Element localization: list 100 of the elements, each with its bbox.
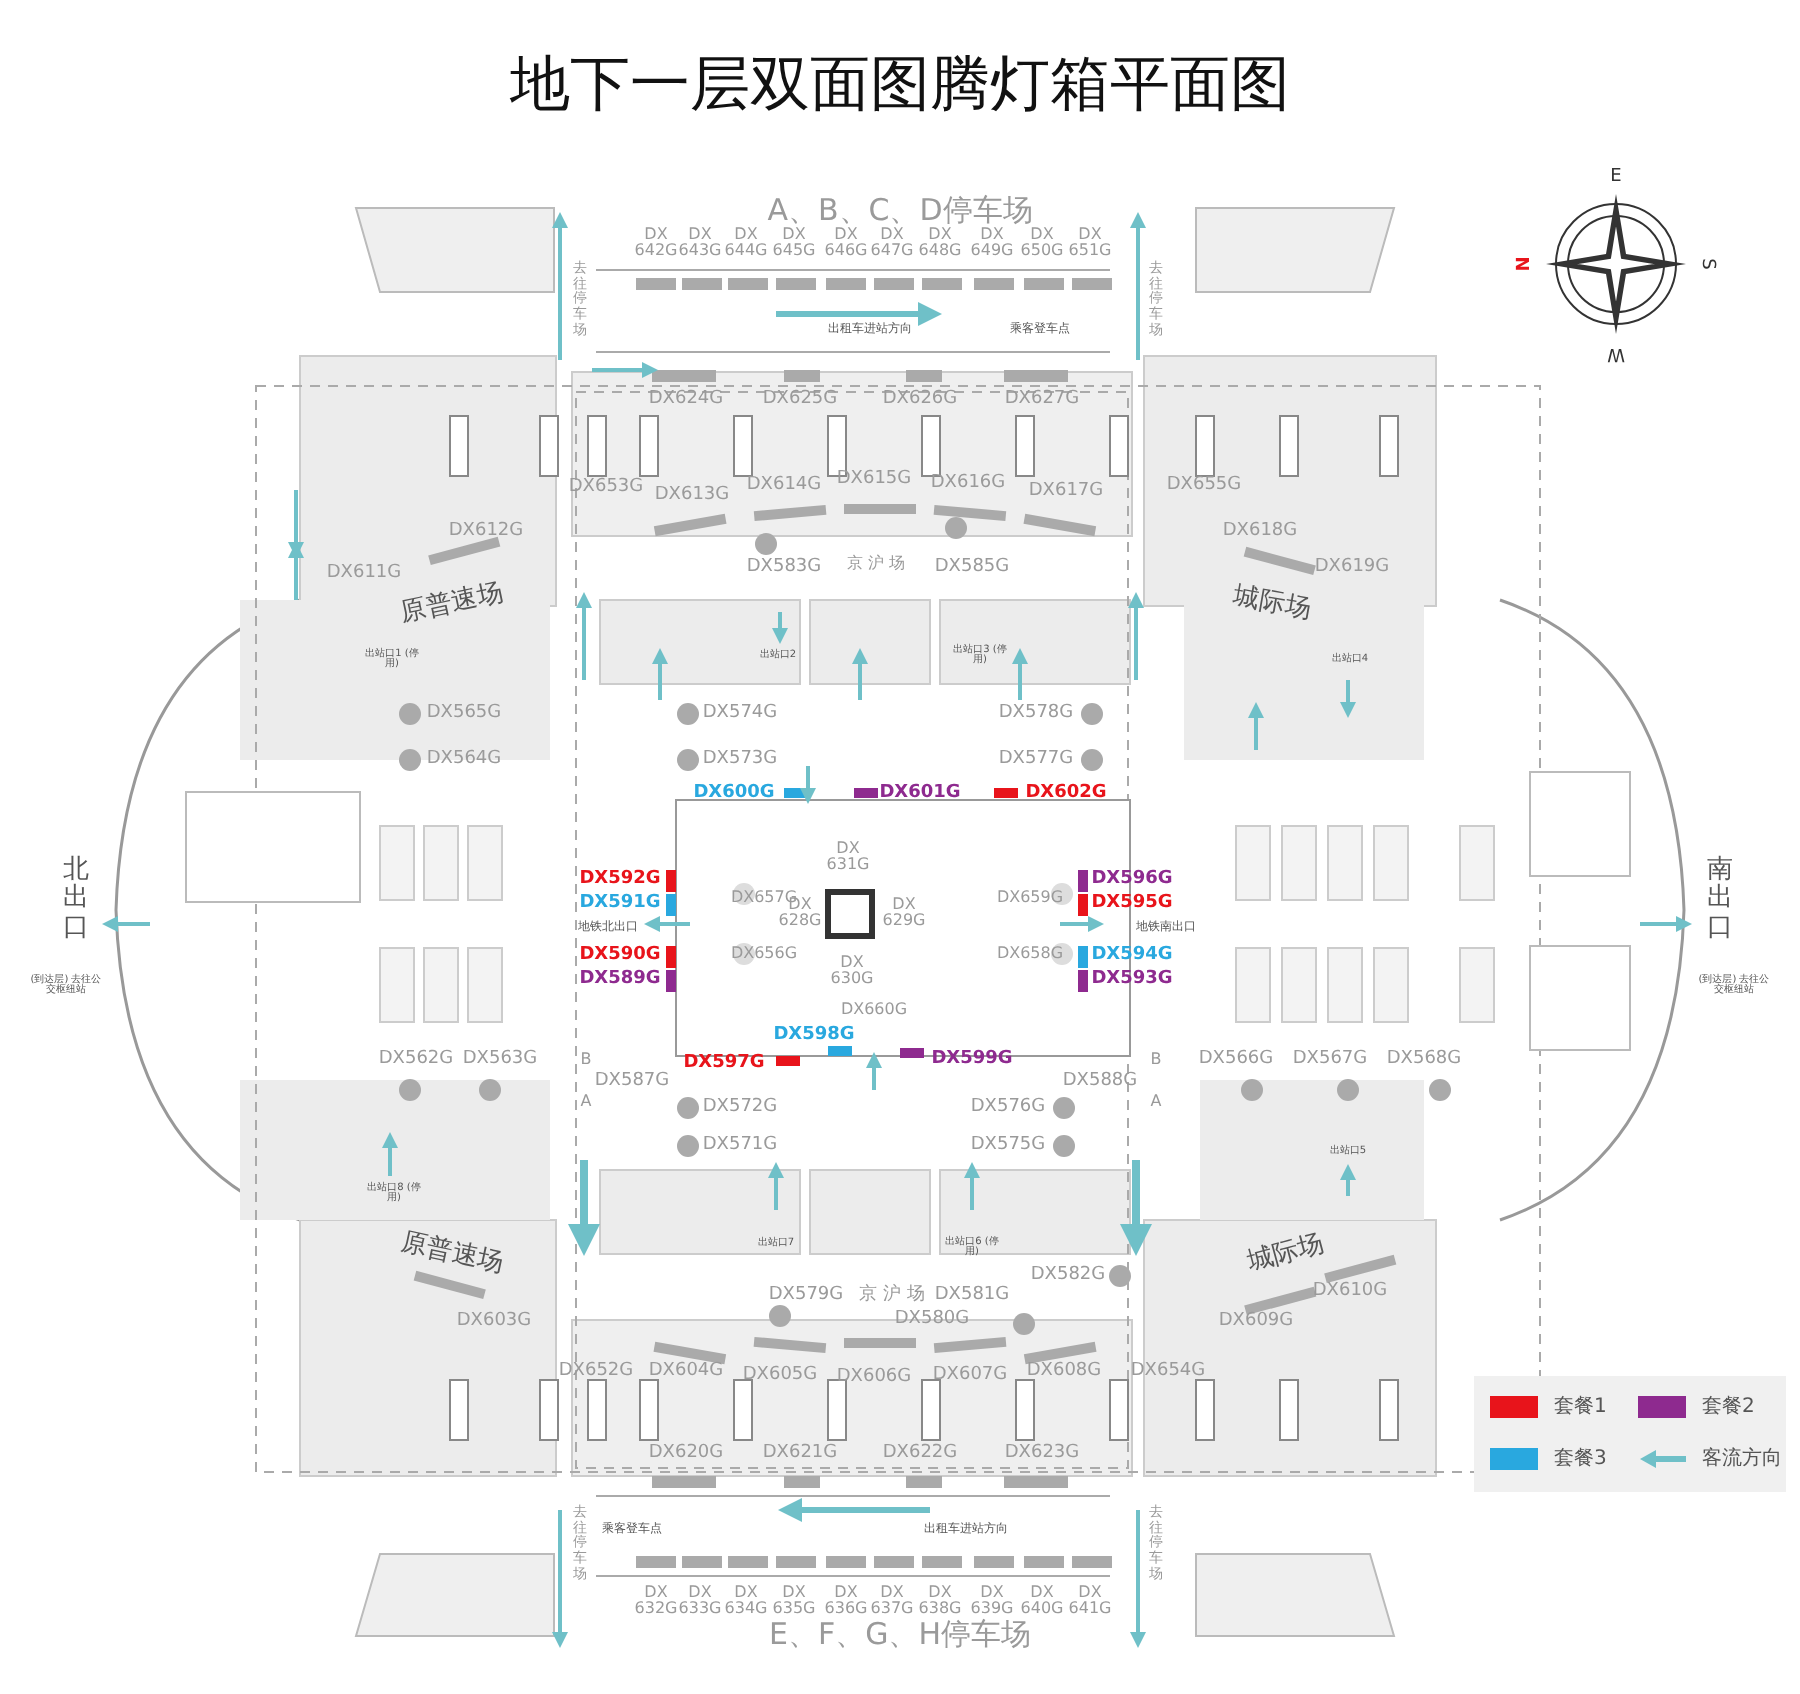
map-label: DX659G bbox=[996, 889, 1064, 907]
legend-label: 套餐3 bbox=[1554, 1445, 1607, 1472]
map-label: DX609G bbox=[1218, 1312, 1294, 1332]
map-label: DX 640G bbox=[1020, 1585, 1064, 1619]
map-label: DX627G bbox=[1004, 390, 1080, 410]
map-label: DX578G bbox=[998, 704, 1074, 724]
map-label: DX 636G bbox=[824, 1585, 868, 1619]
map-label: DX598G bbox=[773, 1026, 855, 1046]
map-label: DX602G bbox=[1025, 784, 1107, 804]
map-label: DX603G bbox=[456, 1312, 532, 1332]
map-label: DX600G bbox=[693, 784, 775, 804]
map-label: DX589G bbox=[579, 970, 661, 990]
map-label: DX562G bbox=[378, 1050, 454, 1070]
map-label: DX587G bbox=[594, 1072, 670, 1092]
map-label: DX581G bbox=[934, 1286, 1010, 1306]
map-label: 京 沪 场 bbox=[859, 1286, 925, 1306]
map-label: DX620G bbox=[648, 1444, 724, 1464]
map-label: DX594G bbox=[1091, 946, 1173, 966]
area-label: 原普速场 bbox=[398, 1229, 506, 1279]
map-label: DX607G bbox=[932, 1366, 1008, 1386]
map-label: A bbox=[580, 1093, 592, 1111]
map-label: E bbox=[1610, 168, 1622, 188]
map-label: W bbox=[1607, 342, 1625, 362]
map-label: DX 634G bbox=[724, 1585, 768, 1619]
map-label: DX610G bbox=[1312, 1282, 1388, 1302]
map-label: A bbox=[1150, 1093, 1162, 1111]
map-label: DX618G bbox=[1222, 522, 1298, 542]
map-label: DX576G bbox=[970, 1098, 1046, 1118]
map-label: DX604G bbox=[648, 1362, 724, 1382]
map-label: DX615G bbox=[836, 470, 912, 490]
map-label: DX 646G bbox=[824, 227, 868, 261]
map-label: DX601G bbox=[879, 784, 961, 804]
map-label: DX591G bbox=[579, 894, 661, 914]
map-label: DX599G bbox=[931, 1050, 1013, 1070]
map-label: DX593G bbox=[1091, 970, 1173, 990]
map-label: DX571G bbox=[702, 1136, 778, 1156]
map-label: DX 647G bbox=[870, 227, 914, 261]
map-label: DX 649G bbox=[970, 227, 1014, 261]
legend-label: 套餐2 bbox=[1702, 1393, 1755, 1420]
map-label: S bbox=[1696, 258, 1716, 270]
map-label: DX653G bbox=[568, 478, 644, 498]
map-label: DX592G bbox=[579, 870, 661, 890]
map-label: DX583G bbox=[746, 558, 822, 578]
map-label: DX 635G bbox=[772, 1585, 816, 1619]
map-label: DX567G bbox=[1292, 1050, 1368, 1070]
map-label: DX566G bbox=[1198, 1050, 1274, 1070]
map-label: DX 629G bbox=[882, 897, 926, 931]
map-label: DX 648G bbox=[918, 227, 962, 261]
map-label: DX 631G bbox=[826, 841, 870, 875]
legend-label: 套餐1 bbox=[1554, 1393, 1607, 1420]
map-label: N bbox=[1516, 256, 1536, 272]
map-label: DX619G bbox=[1314, 558, 1390, 578]
map-label: DX595G bbox=[1091, 894, 1173, 914]
map-label: DX580G bbox=[894, 1310, 970, 1330]
map-label: DX616G bbox=[930, 474, 1006, 494]
map-label: DX575G bbox=[970, 1136, 1046, 1156]
map-label: DX 641G bbox=[1068, 1585, 1112, 1619]
map-label: DX 651G bbox=[1068, 227, 1112, 261]
map-label: B bbox=[1150, 1051, 1162, 1069]
map-label: B bbox=[580, 1051, 592, 1069]
area-label: 城际场 bbox=[1231, 583, 1313, 625]
map-label: DX 630G bbox=[830, 955, 874, 989]
map-label: DX 643G bbox=[678, 227, 722, 261]
legend-label: 客流方向 bbox=[1702, 1445, 1782, 1472]
map-label: A、B、C、D停车场 bbox=[767, 196, 1033, 228]
map-label: DX606G bbox=[836, 1368, 912, 1388]
map-label: DX626G bbox=[882, 390, 958, 410]
map-label: DX660G bbox=[840, 1001, 908, 1019]
area-label: 原普速场 bbox=[398, 579, 506, 629]
map-label: DX613G bbox=[654, 486, 730, 506]
map-label: E、F、G、H停车场 bbox=[769, 1620, 1031, 1652]
map-label: DX 633G bbox=[678, 1585, 722, 1619]
map-label: DX563G bbox=[462, 1050, 538, 1070]
map-label: DX577G bbox=[998, 750, 1074, 770]
map-label: DX582G bbox=[1030, 1266, 1106, 1286]
map-label: DX564G bbox=[426, 750, 502, 770]
map-label: DX573G bbox=[702, 750, 778, 770]
map-label: DX596G bbox=[1091, 870, 1173, 890]
area-label: 城际场 bbox=[1244, 1230, 1328, 1278]
map-label: DX 650G bbox=[1020, 227, 1064, 261]
map-label: DX 645G bbox=[772, 227, 816, 261]
map-label: DX614G bbox=[746, 476, 822, 496]
map-label: DX655G bbox=[1166, 476, 1242, 496]
map-label: DX574G bbox=[702, 704, 778, 724]
area-label: 北出口 bbox=[61, 857, 91, 943]
map-label: DX612G bbox=[448, 522, 524, 542]
map-label: DX611G bbox=[326, 564, 402, 584]
map-label: DX617G bbox=[1028, 482, 1104, 502]
map-label: DX565G bbox=[426, 704, 502, 724]
map-label: DX588G bbox=[1062, 1072, 1138, 1092]
map-label: DX608G bbox=[1026, 1362, 1102, 1382]
map-label: DX624G bbox=[648, 390, 724, 410]
area-label: 南出口 bbox=[1705, 857, 1735, 943]
map-label: DX 638G bbox=[918, 1585, 962, 1619]
map-label: DX597G bbox=[683, 1054, 765, 1074]
map-label: DX 632G bbox=[634, 1585, 678, 1619]
map-label: DX 637G bbox=[870, 1585, 914, 1619]
map-label: 京 沪 场 bbox=[846, 555, 906, 573]
map-label: DX579G bbox=[768, 1286, 844, 1306]
map-label: DX572G bbox=[702, 1098, 778, 1118]
